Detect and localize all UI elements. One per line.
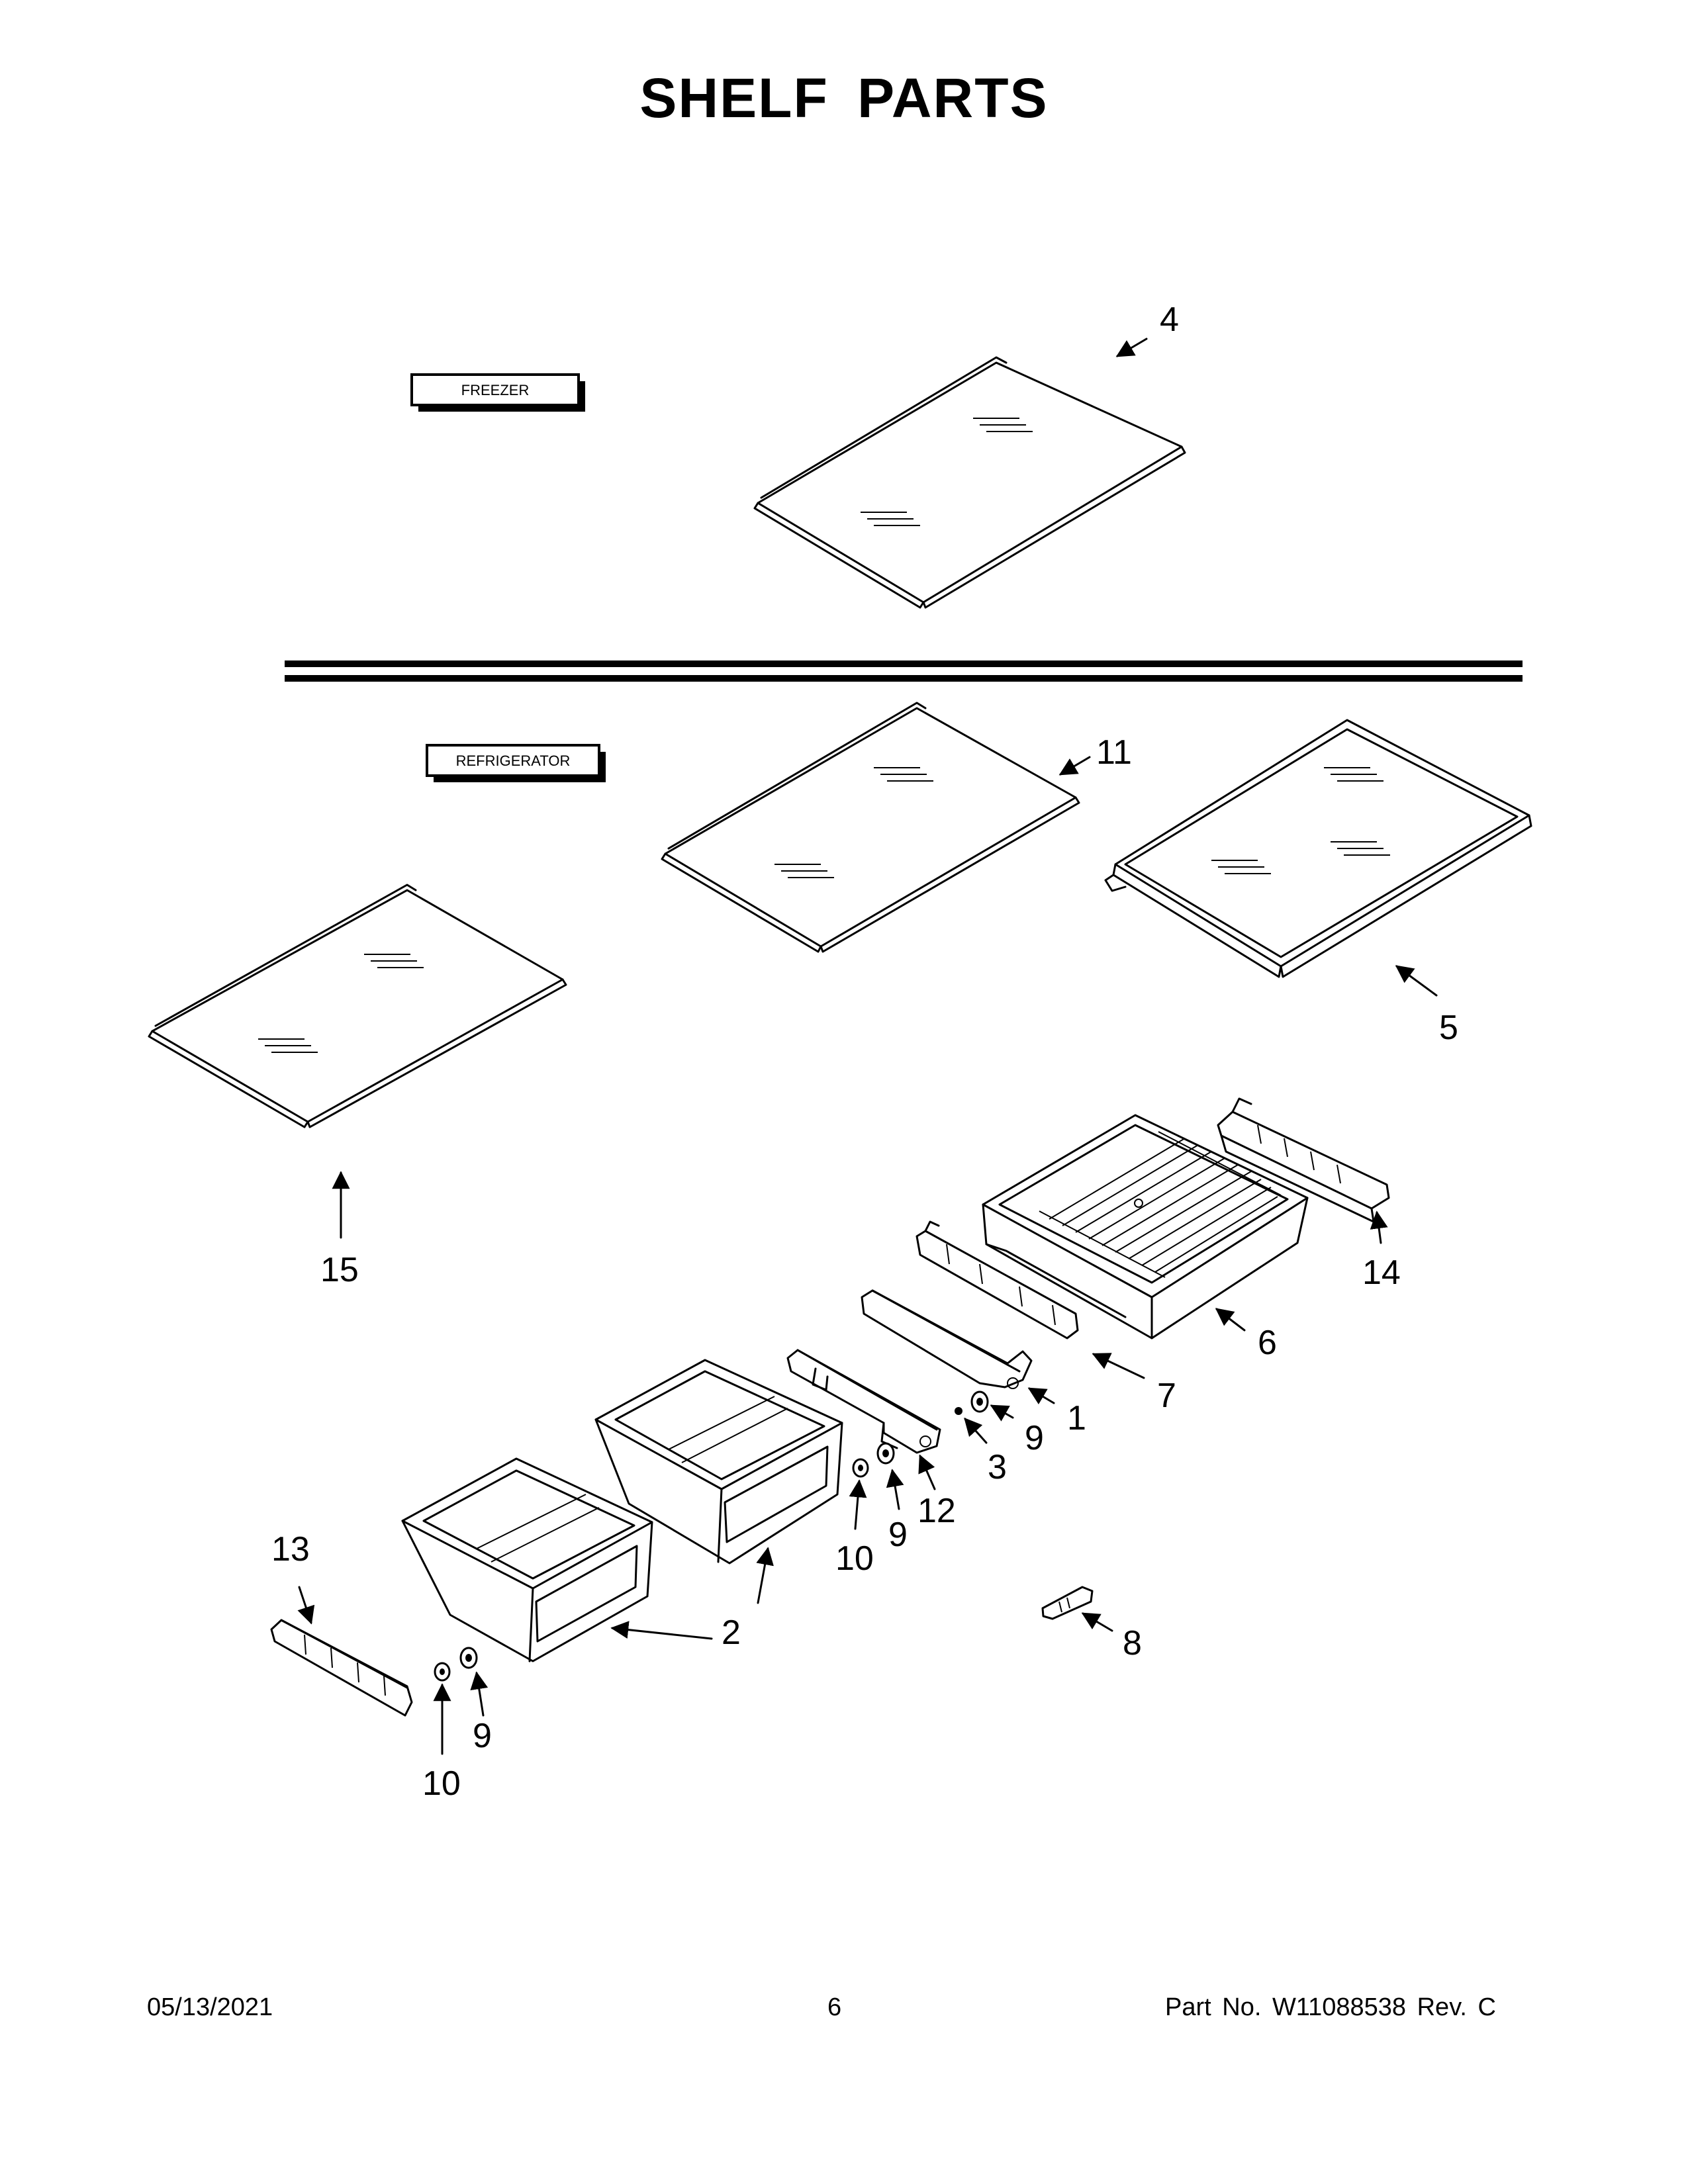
footer-part-number: Part No. W11088538 Rev. C (1165, 1993, 1496, 2021)
leader-2a (756, 1547, 774, 1604)
callout-4: 4 (1160, 300, 1179, 339)
leader-2b (610, 1621, 713, 1640)
part-9-roller-upper (970, 1390, 989, 1413)
leader-9a (990, 1404, 1014, 1422)
refrigerator-tag: REFRIGERATOR (426, 744, 606, 782)
part-11-glass-shelf (661, 702, 1080, 953)
callout-8: 8 (1123, 1624, 1142, 1662)
section-divider (285, 660, 1523, 682)
refrigerator-tag-label: REFRIGERATOR (456, 752, 571, 769)
part-13-rail (270, 1619, 413, 1717)
leader-14 (1370, 1210, 1388, 1244)
part-4-freezer-glass-shelf (753, 356, 1186, 609)
part-10-bushing-middle (852, 1458, 869, 1478)
freezer-tag-label: FREEZER (461, 382, 530, 398)
leader-9c (470, 1671, 489, 1717)
callout-1: 1 (1067, 1399, 1086, 1437)
callout-9c: 9 (473, 1717, 492, 1755)
callout-7: 7 (1157, 1377, 1176, 1415)
leader-5 (1395, 965, 1438, 997)
callout-14: 14 (1362, 1253, 1401, 1292)
leader-4 (1115, 338, 1148, 357)
leader-1 (1027, 1387, 1055, 1405)
callout-15: 15 (320, 1251, 359, 1289)
leader-8 (1081, 1612, 1113, 1632)
leader-11 (1058, 756, 1091, 776)
leader-9b (886, 1469, 904, 1510)
leader-6 (1215, 1308, 1246, 1332)
callout-13: 13 (271, 1530, 310, 1569)
footer-date: 05/13/2021 (147, 1993, 273, 2021)
callout-9a: 9 (1025, 1419, 1044, 1457)
leader-7 (1092, 1353, 1145, 1379)
page-title: SHELF PARTS (639, 67, 1049, 129)
leader-12 (918, 1454, 936, 1490)
part-5-framed-shelf (1104, 719, 1532, 978)
callout-10b: 10 (835, 1539, 874, 1578)
part-2-crisper-drawer-back (594, 1359, 843, 1565)
callout-6: 6 (1258, 1324, 1277, 1362)
leader-3 (964, 1417, 988, 1444)
part-2-crisper-drawer-front (401, 1457, 653, 1662)
part-9-roller-lower (459, 1647, 478, 1669)
callout-10a: 10 (422, 1764, 461, 1803)
callout-12: 12 (917, 1492, 956, 1530)
callout-11: 11 (1096, 733, 1132, 772)
part-3-screw (955, 1407, 962, 1415)
part-9-roller-middle (876, 1442, 895, 1465)
part-6-pan (982, 1114, 1309, 1340)
callout-5: 5 (1439, 1009, 1458, 1047)
leader-10b (849, 1479, 867, 1530)
callout-2: 2 (722, 1614, 741, 1652)
part-10-bushing-lower (434, 1662, 451, 1682)
footer-page-number: 6 (827, 1993, 842, 2021)
part-1-slide-arm (861, 1289, 1033, 1389)
part-8-clip (1041, 1586, 1094, 1620)
callout-3: 3 (988, 1448, 1007, 1486)
freezer-tag: FREEZER (410, 373, 585, 412)
part-15-glass-shelf (148, 884, 567, 1128)
leader-13 (297, 1586, 315, 1625)
callout-9b: 9 (888, 1516, 908, 1554)
part-7-rail (915, 1220, 1079, 1340)
